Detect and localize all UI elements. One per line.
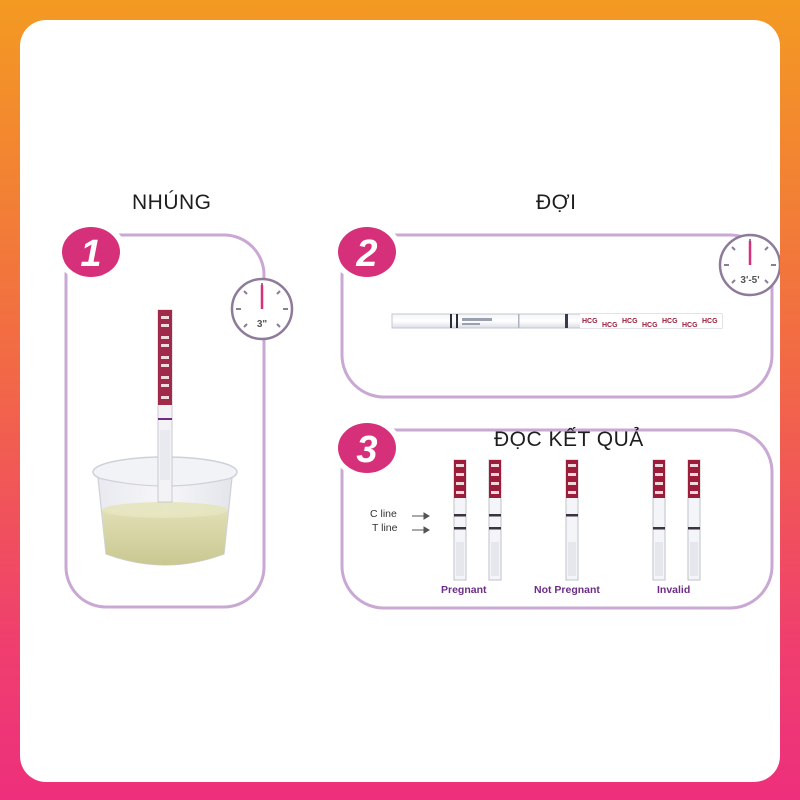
step-3-title: ĐỌC KẾT QUẢ [494,428,644,451]
step-1-badge: 1 [56,222,126,282]
test-line [489,527,501,530]
panel-2-outline [340,233,774,399]
step-2-title: ĐỢI [536,191,577,214]
result-strip [687,459,701,581]
result-strip [652,459,666,581]
hcg-marking: HCG [622,318,638,325]
step-2-number: 2 [355,233,377,275]
content-card: 1 2 3 [20,20,780,782]
result-strip [488,459,502,581]
step-3-badge: 3 [332,418,402,478]
result-label-invalid: Invalid [657,584,691,596]
dip-cup [92,456,238,566]
panel-1-outline [64,233,266,609]
result-label-pregnant: Pregnant [441,584,487,596]
step-3-number: 3 [356,429,377,471]
control-line [454,514,466,517]
hcg-marking: HCG [702,318,718,325]
result-strip [453,459,467,581]
control-line [489,514,501,517]
c-line-label: C line [370,508,397,520]
hcg-marking: HCG [642,322,658,329]
test-line [653,527,665,530]
hcg-marking: HCG [682,322,698,329]
instruction-illustration: 1 2 3 [56,222,780,610]
hcg-marking: HCG [602,322,618,329]
control-line [566,514,578,517]
step-2-badge: 2 [332,222,402,282]
result-label-not-pregnant: Not Pregnant [534,584,600,596]
hcg-marking-row: HCG HCG HCG HCG HCG HCG HCG [582,318,718,329]
test-line [688,527,700,530]
panel-3-outline [340,428,774,610]
clock-icon: 3" [230,277,294,341]
step-1-number: 1 [80,233,101,275]
test-strip-horizontal [391,313,723,329]
hcg-marking: HCG [662,318,678,325]
test-strip-dipping [157,309,173,503]
line-label-arrows [412,512,430,534]
hcg-marking: HCG [582,318,598,325]
timer-1-label: 3" [257,319,268,330]
timer-2-label: 3'-5' [740,275,759,286]
test-line [454,527,466,530]
t-line-label: T line [372,522,398,534]
clock-icon: 3'-5' [718,233,780,297]
step-1-title: NHÚNG [132,191,212,214]
result-strips [453,459,701,581]
result-strip [565,459,579,581]
